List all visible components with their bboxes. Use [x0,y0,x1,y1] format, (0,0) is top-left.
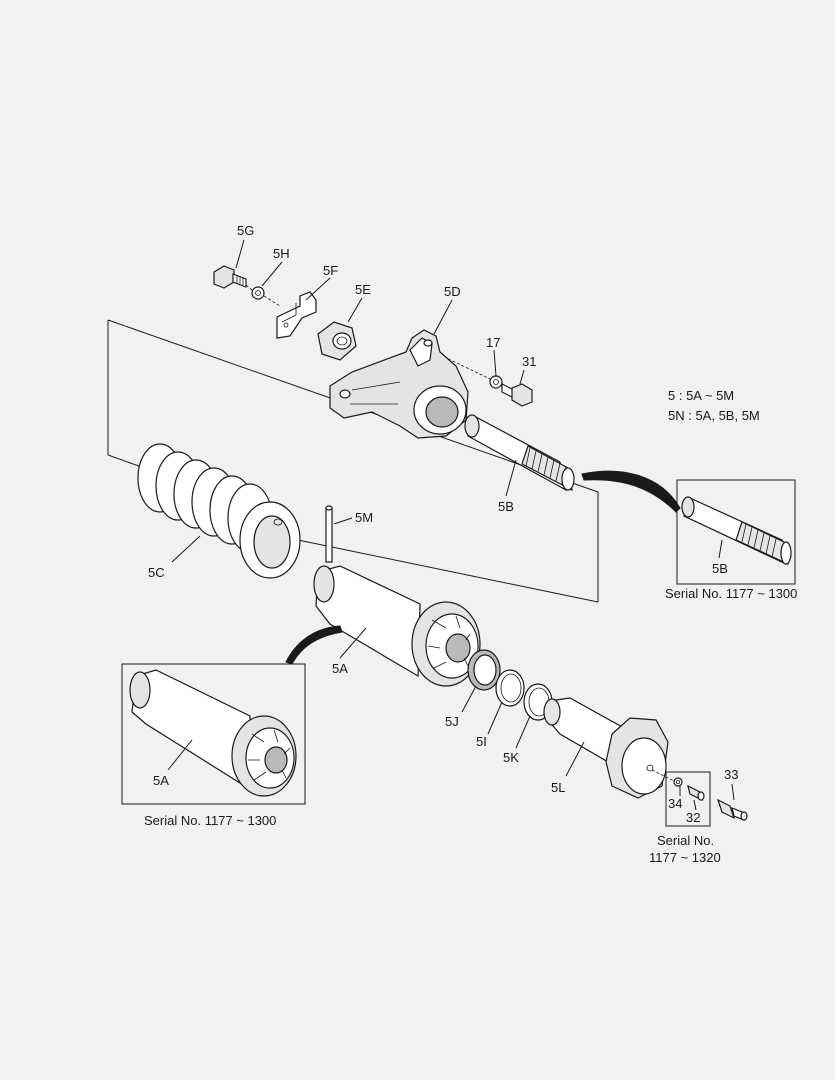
part-17-washer [489,375,503,389]
part-5D-yoke [329,329,469,439]
part-5M-pin [325,505,333,563]
label-32: 32 [686,810,700,825]
label-5H: 5H [273,246,290,261]
serial-caption-grease-line-1: Serial No. [657,833,714,848]
inset-5B-box [676,479,796,585]
label-5B: 5B [498,499,514,514]
serial-caption-5B: Serial No. 1177 ~ 1300 [665,586,797,601]
inset-5B-pointer [581,470,681,513]
part-5A-rod [313,565,481,687]
assembly-outline [107,319,599,603]
label-31: 31 [522,354,536,369]
label-5K: 5K [503,750,519,765]
label-5D: 5D [444,284,461,299]
inset-5B-shaft [681,496,792,566]
label-5A: 5A [332,661,348,676]
part-33-nipple [716,798,748,821]
serial-caption-5A: Serial No. 1177 ~ 1300 [144,813,276,828]
label-17: 17 [486,335,500,350]
part-5B-shaft [464,414,575,492]
part-34-ring [673,777,683,787]
part-5E-nut [317,321,357,361]
label-5E: 5E [355,282,371,297]
part-31-bolt [501,383,533,407]
part-5G-bolt [213,265,247,289]
label-5I: 5I [476,734,487,749]
part-5F-bracket [276,291,317,339]
label-5C: 5C [148,565,165,580]
inset-5A-rod [129,669,297,797]
grease-group-box [665,771,711,827]
note-line-1: 5 : 5A ~ 5M [668,388,734,403]
part-5I-ring [495,669,525,707]
label-5G: 5G [237,223,254,238]
part-5L-piston [543,697,677,799]
inset-5A-pointer [285,625,343,665]
note-line-2: 5N : 5A, 5B, 5M [668,408,760,423]
label-34: 34 [668,796,682,811]
part-5C-spring [137,443,301,579]
serial-caption-grease-line-2: 1177 ~ 1320 [649,850,721,865]
part-5J-ring [467,649,501,691]
part-5H-washer [251,286,265,300]
label-5B-inset: 5B [712,561,728,576]
leader-lines [167,239,735,811]
label-5A-inset: 5A [153,773,169,788]
label-5J: 5J [445,714,459,729]
label-5M: 5M [355,510,373,525]
inset-5A-box [121,663,306,805]
label-5F: 5F [323,263,338,278]
label-33: 33 [724,767,738,782]
label-5L: 5L [551,780,565,795]
part-32-fitting [687,784,705,802]
